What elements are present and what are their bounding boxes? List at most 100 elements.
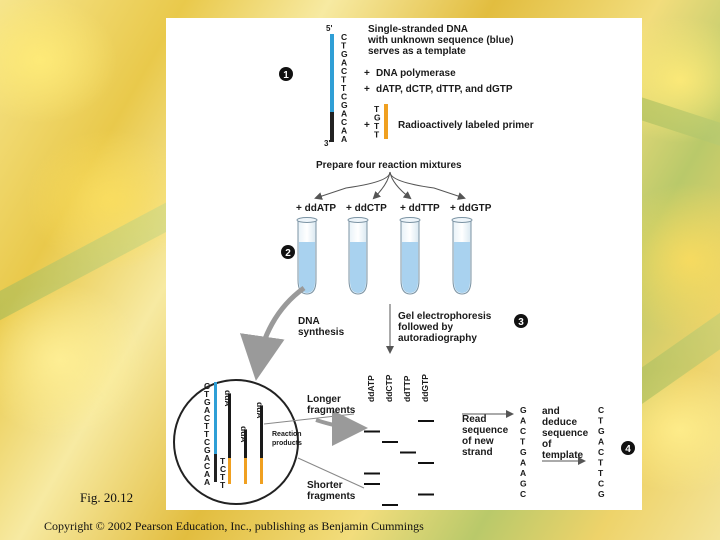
deduce-label-line-3: sequence <box>542 428 589 439</box>
three-prime-label: 3' <box>324 139 330 148</box>
step-4-number: 4 <box>625 444 631 455</box>
reaction-tubes <box>296 217 473 295</box>
new-strand-base: T <box>520 437 526 447</box>
product-template-base: A <box>204 405 210 415</box>
read-label-line-4: strand <box>462 447 493 458</box>
template-base: T <box>341 75 347 85</box>
deduced-template-base: T <box>598 416 604 426</box>
product-template-base: A <box>204 469 210 479</box>
product-fragment <box>260 406 263 458</box>
product-template-base: G <box>204 445 211 455</box>
new-strand-base: A <box>520 458 526 468</box>
deduced-template-base: G <box>598 489 605 499</box>
reaction-products-line-1: Reaction <box>272 431 302 438</box>
reagent-2-plus: + <box>364 84 370 95</box>
primer-base: T <box>374 130 380 140</box>
gel-lane-label: ddATP <box>366 375 376 402</box>
tube-liquid <box>402 242 418 293</box>
product-template-base: A <box>204 453 210 463</box>
product-primer <box>260 458 263 484</box>
read-label-line-1: Read <box>462 414 486 425</box>
product-template-base: T <box>204 389 210 399</box>
product-primer-base: T <box>220 472 226 482</box>
product-template-base: T <box>204 421 210 431</box>
gel-band <box>364 430 380 433</box>
reagent-dna-polymerase: DNA polymerase <box>376 68 456 79</box>
template-strand-blue <box>330 34 334 112</box>
synthesis-arrow <box>239 285 306 381</box>
step-3-badge <box>514 314 528 328</box>
product-fragment <box>228 394 231 458</box>
tube-liquid <box>299 242 315 293</box>
product-primer <box>228 458 231 484</box>
longer-fragments-line-1: Longer <box>307 394 341 405</box>
step-3-number: 3 <box>518 317 524 328</box>
primer-base: G <box>374 113 381 123</box>
reaction-products-line-2: products <box>272 440 302 447</box>
five-prime-label: 5' <box>326 24 332 33</box>
step-2-number: 2 <box>285 248 291 259</box>
gel-label-line-1: Gel electrophoresis <box>398 311 492 322</box>
gel-band <box>418 420 434 422</box>
gel-band <box>400 451 416 454</box>
reaction-tube <box>296 217 318 295</box>
product-template-strand <box>214 382 217 454</box>
read-label-line-3: of new <box>462 436 494 447</box>
product-template-base: C <box>204 413 210 423</box>
deduce-label-line-4: of <box>542 439 552 450</box>
reagent-labeled-primer: Radioactively labeled primer <box>398 120 534 131</box>
mixture-label-ddatp: + ddATP <box>296 203 336 214</box>
deduced-template-base: C <box>598 405 604 415</box>
tube-liquid <box>350 242 366 293</box>
step-4-badge <box>621 441 635 455</box>
template-base: A <box>341 134 347 144</box>
template-base: G <box>341 100 348 110</box>
gel-label-line-3: autoradiography <box>398 333 477 344</box>
product-primer-base: T <box>220 480 226 490</box>
reagent-dntps: dATP, dCTP, dTTP, and dGTP <box>376 84 513 95</box>
to-gel-arrow <box>315 409 368 446</box>
reagent-1-plus: + <box>364 68 370 79</box>
primer-strand <box>384 104 388 139</box>
gel-lane-label: ddTTP <box>402 375 412 402</box>
mixture-label-ddttp: + ddTTP <box>400 203 440 214</box>
product-template-base: C <box>204 381 210 391</box>
template-base: G <box>341 49 348 59</box>
template-strand-dark <box>330 112 334 142</box>
template-base: A <box>341 109 347 119</box>
reaction-products-circle <box>173 379 299 505</box>
reaction-tube <box>399 217 421 295</box>
deduced-template-base: T <box>598 468 604 478</box>
template-base: C <box>341 32 347 42</box>
shorter-fragments-line-1: Shorter <box>307 480 343 491</box>
template-base: A <box>341 58 347 68</box>
template-base: C <box>341 66 347 76</box>
product-template-base: C <box>204 437 210 447</box>
gel-band <box>364 483 380 485</box>
reaction-tube <box>451 217 473 295</box>
deduced-template-base: C <box>598 479 604 489</box>
reagent-3-plus: + <box>364 120 370 131</box>
deduced-template-base: A <box>598 437 604 447</box>
new-strand-base: G <box>520 447 527 457</box>
dd-label: ddA <box>223 390 233 407</box>
template-description-line-1: Single-stranded DNA <box>368 24 468 35</box>
product-primer-base: C <box>220 464 226 474</box>
step-2-badge <box>281 245 295 259</box>
step-1-number: 1 <box>283 70 289 81</box>
gel-band <box>382 504 398 506</box>
deduced-template-base: C <box>598 447 604 457</box>
product-template-base: G <box>204 397 211 407</box>
template-base: C <box>341 92 347 102</box>
new-strand-base: A <box>520 468 526 478</box>
mixture-label-ddctp: + ddCTP <box>346 203 387 214</box>
mixture-label-ddgtp: + ddGTP <box>450 203 492 214</box>
gel-band <box>364 472 380 475</box>
new-strand-base: C <box>520 426 526 436</box>
gel-lane-label: ddGTP <box>420 374 430 402</box>
